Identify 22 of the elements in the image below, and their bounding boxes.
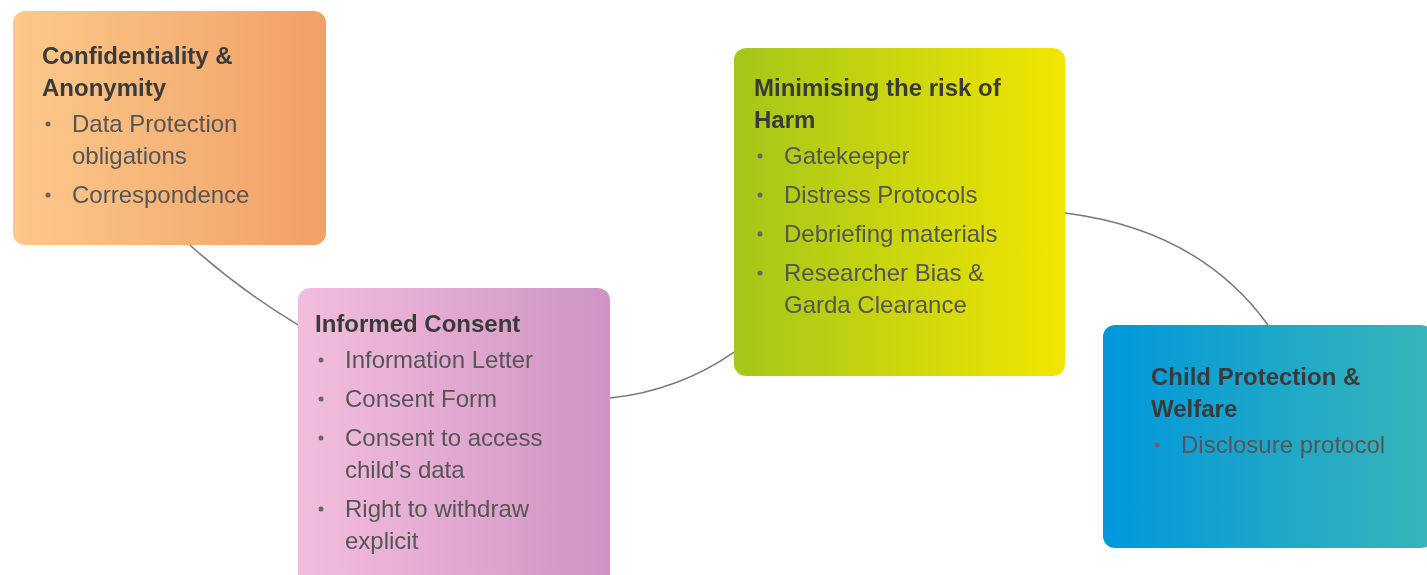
bullet-text: Consent to access child’s data <box>345 424 543 483</box>
connector-line <box>1064 212 1269 326</box>
bullet-text: Debriefing materials <box>784 220 998 247</box>
bullet-text: Gatekeeper <box>784 142 910 169</box>
bullet-text: Data Protection obligations <box>72 110 238 169</box>
connector-line <box>189 244 299 326</box>
card-heading: Minimising the risk of Harm <box>754 73 1002 135</box>
bullet-text: Disclosure protocol <box>1181 431 1386 458</box>
connector-line <box>609 351 735 399</box>
topic-card <box>298 288 610 575</box>
topic-card <box>734 48 1065 376</box>
card-heading: Confidentiality & Anonymity <box>42 41 234 103</box>
card-heading: Informed Consent <box>315 309 522 339</box>
bullet-text: Information Letter <box>345 346 534 373</box>
bullet-text: Researcher Bias & Garda Clearance <box>784 259 985 318</box>
card-heading: Child Protection & Welfare <box>1151 362 1362 424</box>
bullet-text: Consent Form <box>345 385 498 412</box>
topic-card <box>13 11 326 245</box>
topic-card <box>1103 325 1427 548</box>
bullet-text: Right to withdraw explicit <box>345 495 530 554</box>
bullet-text: Distress Protocols <box>784 181 978 208</box>
bullet-text: Correspondence <box>72 181 250 208</box>
